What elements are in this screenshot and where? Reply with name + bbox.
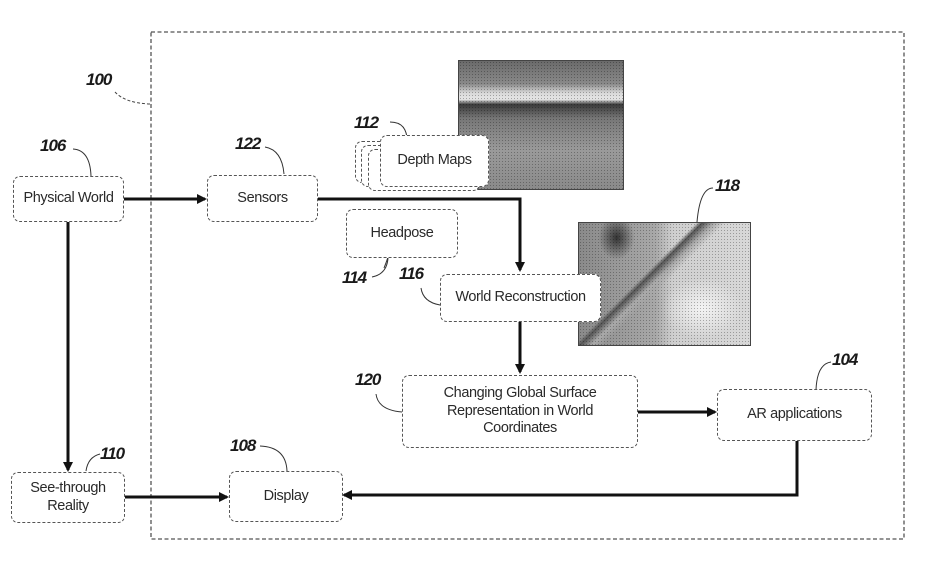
ref-ar-applications: 104 (832, 350, 858, 369)
leader-118 (696, 187, 714, 223)
node-surface-representation: Changing Global Surface Representation i… (402, 375, 638, 448)
node-surface-representation-line-2: Representation in World (446, 402, 594, 419)
ref-sensors: 122 (235, 134, 261, 153)
leader-120 (375, 393, 403, 413)
ref-depth-maps: 112 (354, 113, 379, 132)
leader-106 (72, 148, 92, 177)
node-surface-representation-line-3: Coordinates (483, 420, 557, 437)
node-surface-representation-line-1: Changing Global Surface (443, 385, 597, 402)
node-sensors-label: Sensors (237, 189, 288, 206)
leader-116 (420, 287, 441, 306)
leader-122 (264, 146, 285, 175)
arrow-sensors-to-reconstruction (318, 197, 525, 272)
arrow-ar-to-display (342, 440, 799, 500)
node-world-reconstruction: World Reconstruction (440, 274, 601, 322)
leader-114-curve (371, 257, 389, 278)
node-see-through-reality: See-through Reality (11, 472, 125, 523)
leader-104 (815, 361, 832, 391)
ref-world-reconstruction: 116 (399, 264, 424, 283)
leader-100 (114, 91, 151, 105)
node-headpose: Headpose (346, 209, 458, 258)
ref-reconstruction-image: 118 (715, 176, 740, 195)
node-depth-maps: Depth Maps (380, 135, 489, 187)
node-physical-world-label: Physical World (23, 190, 114, 207)
node-display-label: Display (263, 487, 309, 504)
ref-see-through-reality: 110 (100, 444, 125, 463)
node-sensors: Sensors (207, 175, 318, 222)
ref-system: 100 (86, 70, 112, 89)
ref-physical-world: 106 (40, 136, 66, 155)
ref-surface-representation: 120 (355, 370, 381, 389)
leader-108 (259, 445, 288, 472)
node-ar-applications-label: AR applications (747, 406, 842, 423)
node-see-through-reality-line-2: Reality (47, 497, 89, 514)
node-physical-world: Physical World (13, 176, 124, 222)
leader-110 (85, 453, 101, 472)
depth-map-image (458, 60, 624, 190)
reconstruction-image (578, 222, 751, 346)
node-depth-maps-label: Depth Maps (397, 152, 472, 169)
node-display: Display (229, 471, 343, 522)
node-see-through-reality-line-1: See-through (30, 480, 106, 497)
node-headpose-label: Headpose (370, 224, 434, 241)
ref-headpose: 114 (342, 268, 367, 287)
node-ar-applications: AR applications (717, 389, 872, 441)
node-world-reconstruction-label: World Reconstruction (455, 289, 586, 306)
ref-display: 108 (230, 436, 256, 455)
